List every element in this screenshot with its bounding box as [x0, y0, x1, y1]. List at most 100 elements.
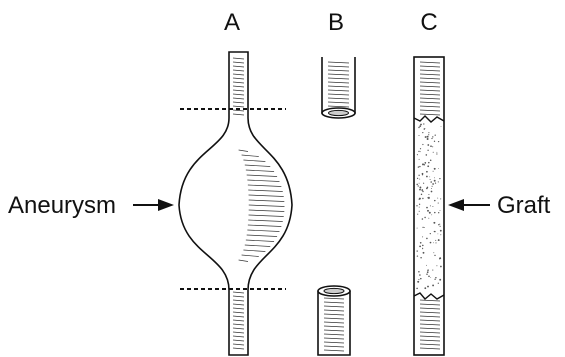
graft-speckle [430, 233, 431, 234]
graft-speckle [424, 162, 426, 164]
graft-speckle [427, 210, 429, 212]
graft-speckle [419, 189, 421, 191]
graft-speckle [419, 245, 421, 247]
graft-speckle [417, 255, 418, 256]
graft-speckle [438, 181, 439, 182]
graft-speckle [434, 200, 435, 201]
graft-speckle [419, 179, 420, 180]
graft-speckle [427, 270, 429, 272]
graft-speckle [426, 154, 428, 156]
graft-speckle [435, 182, 436, 183]
graft-speckle [439, 257, 441, 259]
graft-speckle [440, 226, 441, 227]
graft-speckle [422, 191, 423, 192]
graft-speckle [422, 248, 423, 249]
graft-speckle [434, 255, 435, 256]
graft-speckle [418, 279, 419, 280]
graft-speckle [416, 288, 418, 290]
graft-speckle [437, 198, 438, 199]
graft-speckle [434, 168, 436, 170]
graft-speckle [434, 177, 435, 178]
graft-speckle [420, 148, 421, 149]
graft-speckle [426, 265, 427, 266]
graft-speckle [435, 242, 436, 243]
graft-speckle [427, 165, 429, 167]
graft-speckle [423, 123, 424, 124]
graft-speckle [434, 141, 435, 142]
graft-speckle [428, 275, 430, 277]
graft-speckle [422, 144, 423, 145]
graft-speckle [416, 205, 417, 206]
graft-speckle [426, 171, 428, 173]
graft-speckle [430, 145, 432, 147]
graft-speckle [417, 281, 419, 283]
graft-speckle [438, 224, 439, 225]
graft-speckle [438, 234, 439, 235]
graft-speckle [432, 206, 433, 207]
graft-speckle [422, 132, 423, 133]
graft-speckle [438, 141, 439, 142]
graft-speckle [419, 211, 420, 212]
graft-speckle [438, 168, 439, 169]
graft-speckle [419, 204, 420, 205]
graft-speckle [440, 198, 441, 199]
graft-speckle [436, 265, 437, 266]
graft-speckle [438, 212, 439, 213]
graft-speckle [425, 136, 427, 138]
graft-speckle [419, 166, 420, 167]
graft-speckle [432, 270, 433, 271]
graft-speckle [422, 227, 423, 228]
graft-speckle [417, 214, 418, 215]
graft-speckle [428, 218, 429, 219]
graft-speckle [433, 222, 435, 224]
graft-speckle [427, 136, 429, 138]
graft-speckle [418, 175, 419, 176]
graft-speckle [435, 240, 436, 241]
graft-speckle [433, 252, 434, 253]
graft-speckle [418, 127, 419, 128]
graft-speckle [434, 231, 435, 232]
graft-arrow-head [448, 199, 464, 211]
graft-speckle [432, 284, 434, 286]
graft-speckle [434, 212, 435, 213]
graft-speckle [420, 242, 422, 244]
graft-speckle [436, 152, 437, 153]
panel-b-vessel-stumps [318, 57, 355, 355]
graft-speckle [422, 236, 423, 237]
graft-speckle [422, 218, 424, 220]
graft-speckle [434, 279, 435, 280]
graft-speckle [428, 132, 429, 133]
graft-speckle [439, 224, 440, 225]
graft-speckle [440, 266, 442, 268]
graft-speckle [417, 178, 418, 179]
graft-speckle [439, 279, 441, 281]
graft-speckle [427, 286, 429, 288]
aneurysm-vessel-outline [179, 52, 292, 355]
graft-speckle [427, 138, 429, 140]
aneurysm-arrow-head [158, 199, 174, 211]
graft-speckle [436, 153, 437, 154]
graft-speckle [426, 207, 428, 209]
graft-speckle [427, 150, 428, 151]
upper-stump-lumen [329, 110, 349, 115]
aneurysm-callout: Aneurysm [8, 192, 174, 219]
graft-speckle [430, 179, 431, 180]
graft-speckle [438, 239, 440, 241]
panel-c-grafted-vessel [414, 57, 444, 355]
graft-speckle [419, 159, 420, 160]
graft-speckle [429, 176, 430, 177]
graft-speckle [418, 271, 420, 273]
graft-speckle [433, 152, 434, 153]
graft-speckle [427, 197, 428, 198]
graft-speckle [440, 230, 442, 232]
graft-speckle [426, 273, 427, 274]
graft-speckle [416, 184, 418, 186]
graft-speckle [418, 151, 419, 152]
graft-speckle [423, 183, 424, 184]
graft-speckle [439, 178, 440, 179]
graft-speckle [419, 187, 421, 189]
graft-speckle [422, 174, 423, 175]
graft-speckle [417, 228, 418, 229]
